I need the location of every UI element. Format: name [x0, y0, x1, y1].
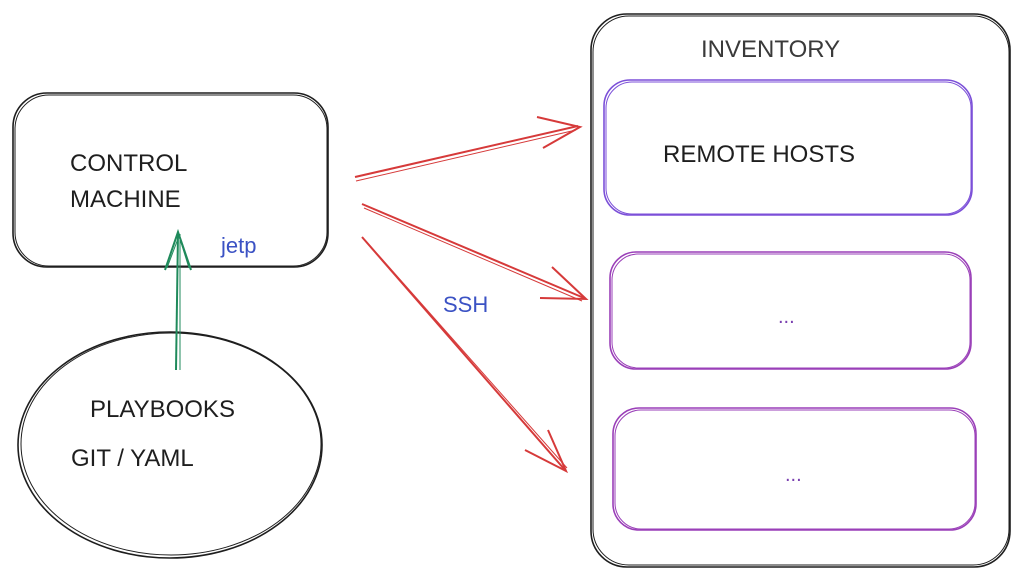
jetp-arrow: [164, 228, 192, 371]
host-ellipsis-2: ...: [778, 306, 795, 328]
host-box-3: [612, 407, 977, 531]
inventory-box: [590, 13, 1011, 568]
host-ellipsis-3: ...: [785, 464, 802, 486]
ssh-arrow-3: [361, 236, 569, 474]
git-yaml-label: GIT / YAML: [71, 445, 194, 472]
host-box-1: [603, 79, 973, 216]
jetp-label: jetp: [221, 233, 257, 258]
control-machine-box: [12, 92, 329, 268]
inventory-title: INVENTORY: [701, 36, 841, 63]
ssh-arrow-2: [361, 203, 589, 302]
control-machine-label-line2: MACHINE: [70, 186, 181, 213]
playbooks-ellipse: [17, 331, 323, 559]
ssh-arrow-1: [354, 116, 583, 182]
remote-hosts-label: REMOTE HOSTS: [663, 141, 856, 168]
playbooks-label: PLAYBOOKS: [90, 396, 235, 423]
ssh-label: SSH: [443, 292, 489, 317]
host-box-2: [609, 251, 972, 370]
control-machine-label-line1: CONTROL: [70, 150, 188, 177]
